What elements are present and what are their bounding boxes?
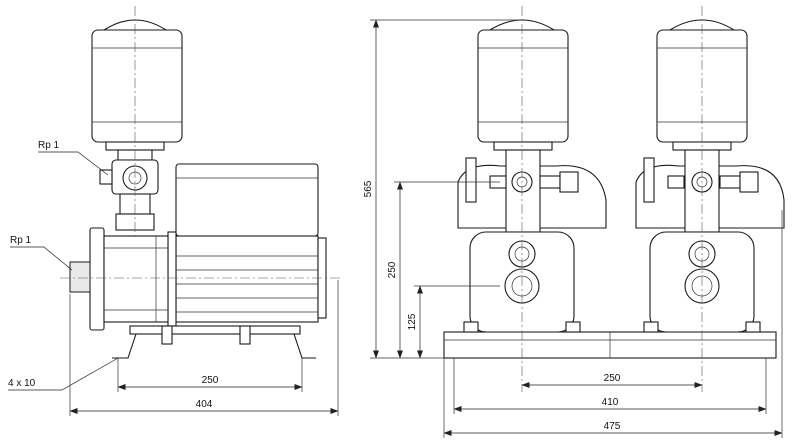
callout-rp-lower: Rp 1 <box>10 235 73 271</box>
pump-unit-right <box>635 19 785 333</box>
label-height-250: 250 <box>387 261 398 278</box>
pump-body-side <box>69 227 169 331</box>
dimension-height-565: 565 <box>363 19 520 359</box>
label-mounting-holes: 4 x 10 <box>8 378 36 389</box>
base-bracket-side <box>112 325 316 359</box>
dimension-side-404: 404 <box>69 280 339 416</box>
side-view: Rp 1 Rp 1 4 x 10 250 404 <box>8 6 340 416</box>
dimension-height-125: 125 <box>407 285 500 359</box>
label-height-565: 565 <box>363 180 374 197</box>
dimension-front-250: 250 <box>521 373 703 388</box>
base-frame-front <box>443 331 777 359</box>
label-front-410: 410 <box>602 397 619 408</box>
dimension-front-410: 410 <box>453 358 767 414</box>
callout-mounting-holes: 4 x 10 <box>8 357 119 391</box>
label-side-404: 404 <box>196 399 213 410</box>
front-view: 565 250 125 250 410 <box>363 6 785 438</box>
label-rp-upper: Rp 1 <box>38 140 60 151</box>
label-side-250: 250 <box>202 375 219 386</box>
valve-fitting-side <box>99 149 159 231</box>
pump-unit-left <box>457 19 607 333</box>
label-front-250: 250 <box>604 373 621 384</box>
motor-side <box>167 163 327 327</box>
callout-rp-upper: Rp 1 <box>38 140 109 176</box>
dimension-side-250: 250 <box>117 358 303 392</box>
pressure-tank-side <box>91 19 183 151</box>
dimension-front-475: 475 <box>443 210 783 438</box>
label-front-475: 475 <box>604 421 621 432</box>
label-height-125: 125 <box>407 313 418 330</box>
motor-cooling-fins <box>176 255 318 313</box>
label-rp-lower: Rp 1 <box>10 235 32 246</box>
dimension-height-250: 250 <box>387 181 500 359</box>
